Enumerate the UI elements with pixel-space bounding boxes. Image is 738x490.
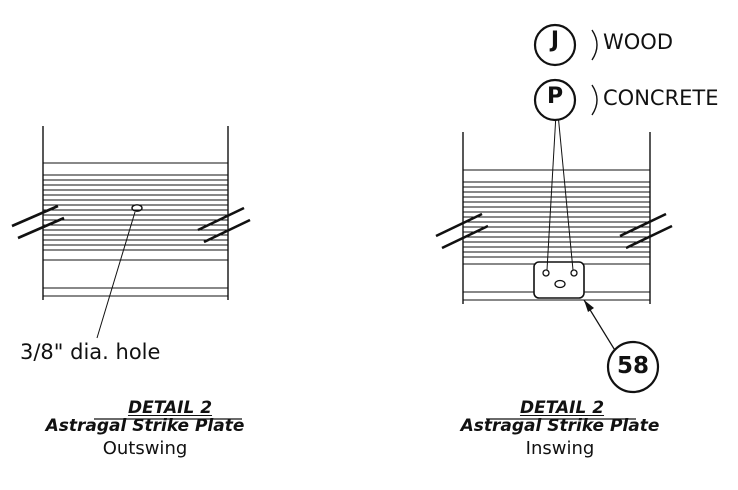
right-detail-title: DETAIL 2 [519, 398, 605, 418]
left-plate-lines [43, 162, 228, 297]
right-break-symbol-right [619, 212, 673, 250]
right-plate-lines [463, 169, 650, 301]
left-detail-drawing [11, 126, 251, 339]
bubble-p-label: P [546, 84, 564, 109]
strike-plate-screw-right [570, 269, 578, 277]
hole-leader-line [96, 211, 136, 339]
left-break-symbol-right [197, 206, 251, 244]
left-detail-swing: Outswing [102, 438, 188, 459]
strike-plate-screw-left [542, 269, 550, 277]
bubble-j-label: J [550, 28, 560, 53]
strike-plate-hole [554, 279, 566, 289]
left-detail-title: DETAIL 2 [127, 398, 213, 418]
screw-leader-left [546, 113, 557, 271]
material-wood-label: WOOD [603, 30, 673, 54]
left-detail-subtitle: Astragal Strike Plate [45, 416, 245, 436]
hole-size-label: 3/8" dia. hole [20, 340, 161, 364]
right-detail-swing: Inswing [525, 438, 595, 459]
left-break-symbol-left [11, 204, 65, 240]
bubble-p-circle [533, 78, 577, 122]
concrete-bracket [591, 84, 598, 116]
part-number-label: 58 [616, 353, 649, 379]
part-leader-arrowhead [584, 300, 594, 312]
screw-leader-right [557, 113, 574, 271]
right-detail-subtitle: Astragal Strike Plate [460, 416, 660, 436]
right-break-symbol-left [435, 212, 489, 250]
strike-hole [131, 204, 143, 212]
bubble-58-circle [606, 340, 660, 394]
right-detail-drawing [435, 23, 673, 420]
material-concrete-label: CONCRETE [603, 86, 719, 110]
wood-bracket [591, 29, 598, 61]
bubble-j-circle [533, 23, 577, 67]
